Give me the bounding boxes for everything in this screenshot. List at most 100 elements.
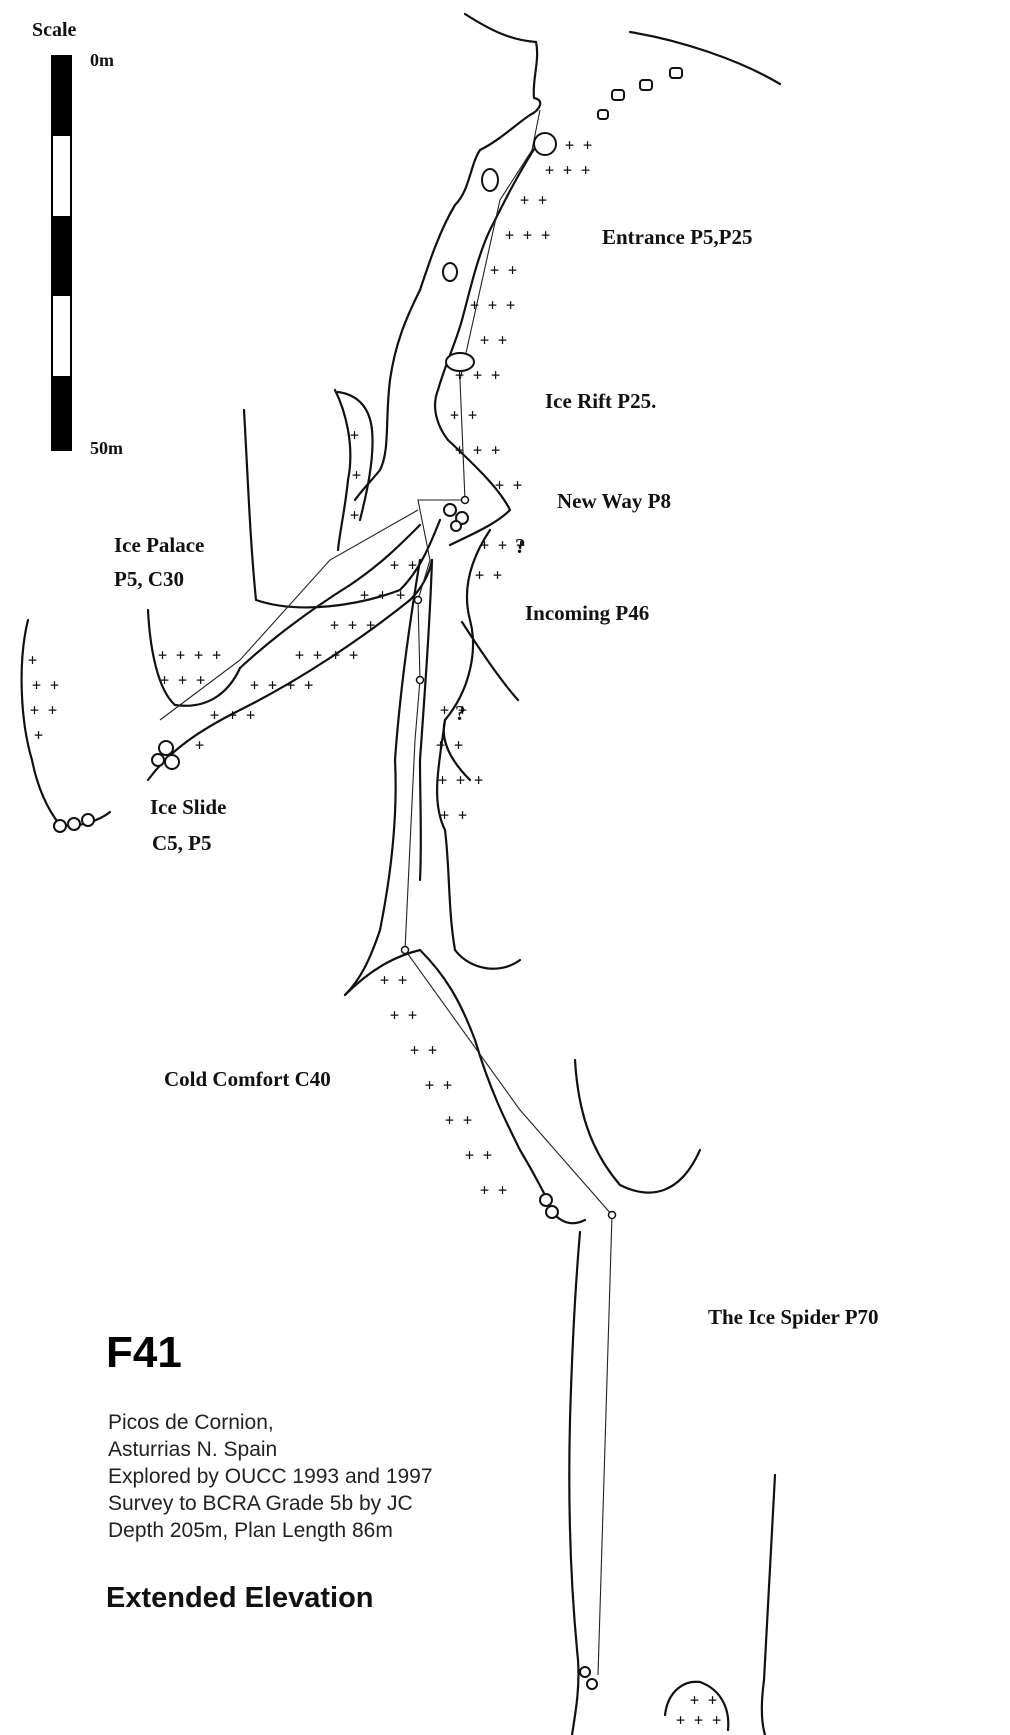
info-line-1: Picos de Cornion, xyxy=(108,1411,274,1434)
scale-bar: Scale 0m 50m xyxy=(32,19,123,458)
boulder xyxy=(611,89,625,101)
label-unexplored-mark: ? xyxy=(515,534,526,558)
info-line-3: Explored by OUCC 1993 and 1997 xyxy=(108,1465,433,1488)
boulder xyxy=(158,740,174,756)
ice-mark-cluster: + + xyxy=(440,806,467,824)
ice-mark-cluster: + + xyxy=(30,701,57,719)
side-passage-right xyxy=(336,390,374,522)
ice-mark-cluster: + xyxy=(34,726,43,744)
ice-mark-cluster: + xyxy=(350,426,359,444)
boulder xyxy=(53,819,67,833)
boulder xyxy=(67,817,81,831)
ice-mark-cluster: + + xyxy=(490,261,517,279)
scale-top-label: 0m xyxy=(90,50,114,70)
cave-walls xyxy=(20,12,782,1735)
ice-mark-cluster: + + xyxy=(32,676,59,694)
survey-station xyxy=(415,675,425,685)
ice-mark-cluster: + + xyxy=(690,1691,717,1709)
survey-info: F41 Picos de Cornion, Asturrias N. Spain… xyxy=(106,1328,433,1614)
label-ice-slide-name: Ice Slide xyxy=(150,795,226,819)
boulder xyxy=(442,262,458,282)
ice-mark-cluster: + + xyxy=(436,736,463,754)
label-new-way: New Way P8 xyxy=(557,489,671,513)
label-incoming: Incoming P46 xyxy=(525,601,649,625)
survey-station xyxy=(413,595,423,605)
label-cold-comfort: Cold Comfort C40 xyxy=(164,1067,331,1091)
ice-mark-cluster: + + + xyxy=(676,1711,721,1729)
surface-left xyxy=(463,12,542,117)
survey-station xyxy=(460,495,470,505)
ice-mark-cluster: + + + xyxy=(438,771,483,789)
scale-segment-5 xyxy=(52,376,71,450)
label-ice-palace-pitch: P5, C30 xyxy=(114,567,184,591)
ice-mark-cluster: + + + + xyxy=(158,646,221,664)
boulder xyxy=(539,1193,553,1207)
ice-mark-cluster: + + xyxy=(440,701,467,719)
label-entrance: Entrance P5,P25 xyxy=(602,225,752,249)
survey-station xyxy=(607,1210,617,1220)
ice-mark-cluster: + xyxy=(195,736,204,754)
boulder xyxy=(579,1666,591,1678)
passage-labels: Entrance P5,P25 Ice Rift P25. New Way P8… xyxy=(114,225,879,1329)
ice-mark-cluster: + + xyxy=(465,1146,492,1164)
info-line-5: Depth 205m, Plan Length 86m xyxy=(108,1519,393,1542)
ice-mark-cluster: + + xyxy=(390,1006,417,1024)
boulder xyxy=(639,79,653,91)
label-ice-rift: Ice Rift P25. xyxy=(545,389,656,413)
boulder xyxy=(545,1205,559,1219)
view-title: Extended Elevation xyxy=(106,1582,374,1614)
ice-spider-right-wall xyxy=(760,1473,777,1735)
survey-leg-main xyxy=(404,109,613,1676)
ice-mark-cluster: + xyxy=(352,466,361,484)
boulder xyxy=(151,753,165,767)
boulders xyxy=(53,67,683,1690)
cave-name: F41 xyxy=(106,1328,182,1377)
scale-segment-3 xyxy=(52,216,71,296)
ice-mark-cluster: + + + xyxy=(480,536,525,554)
ice-mark-cluster: + + + xyxy=(160,671,205,689)
scale-segment-1 xyxy=(52,56,71,136)
bottom-boulder-mound xyxy=(663,1680,730,1732)
ice-mark-cluster: + + + xyxy=(360,586,405,604)
ice-mark-cluster: + + xyxy=(450,406,477,424)
entrance-right-wall xyxy=(433,138,542,442)
survey-leg-ice-slide xyxy=(159,509,419,721)
ice-slide-lower xyxy=(146,558,434,782)
info-line-2: Asturrias N. Spain xyxy=(108,1438,277,1461)
ice-mark-cluster: + + xyxy=(495,476,522,494)
ice-mark-cluster: + + + + xyxy=(250,676,313,694)
incoming-right-wall xyxy=(436,718,522,970)
ice-mark-cluster: + + xyxy=(480,331,507,349)
boulder xyxy=(164,754,180,770)
cold-comfort-upper-wall xyxy=(343,948,557,1217)
ice-mark-cluster: + + + xyxy=(455,441,500,459)
boulder xyxy=(445,352,475,372)
ice-mark-cluster: + + + xyxy=(455,366,500,384)
ice-palace-floor xyxy=(146,608,242,707)
boulder xyxy=(533,132,557,156)
label-ice-slide-pitch: C5, P5 xyxy=(152,831,212,855)
ice-mark-cluster: + + xyxy=(475,566,502,584)
scale-bottom-label: 50m xyxy=(90,438,123,458)
ice-mark-cluster: + + + xyxy=(545,161,590,179)
ice-mark-cluster: + + xyxy=(390,556,417,574)
info-line-4: Survey to BCRA Grade 5b by JC xyxy=(108,1492,413,1515)
ice-mark-cluster: + + xyxy=(445,1111,472,1129)
boulder xyxy=(669,67,683,79)
surface-right xyxy=(628,30,782,86)
side-passage-left xyxy=(333,388,352,552)
label-ice-spider: The Ice Spider P70 xyxy=(708,1305,879,1329)
ice-mark-cluster: + + xyxy=(520,191,547,209)
main-shaft-right-wall xyxy=(418,558,434,882)
ice-mark-cluster: + + xyxy=(425,1076,452,1094)
ice-slide-upper xyxy=(238,523,422,670)
ice-mark-cluster: + + + xyxy=(470,296,515,314)
ice-mark-cluster: + + xyxy=(565,136,592,154)
main-shaft-left-wall xyxy=(343,558,422,997)
entrance-left-wall xyxy=(388,113,532,382)
boulder xyxy=(81,813,95,827)
ice-mark-cluster: + xyxy=(28,651,37,669)
ice-mark-cluster: + + + xyxy=(330,616,375,634)
